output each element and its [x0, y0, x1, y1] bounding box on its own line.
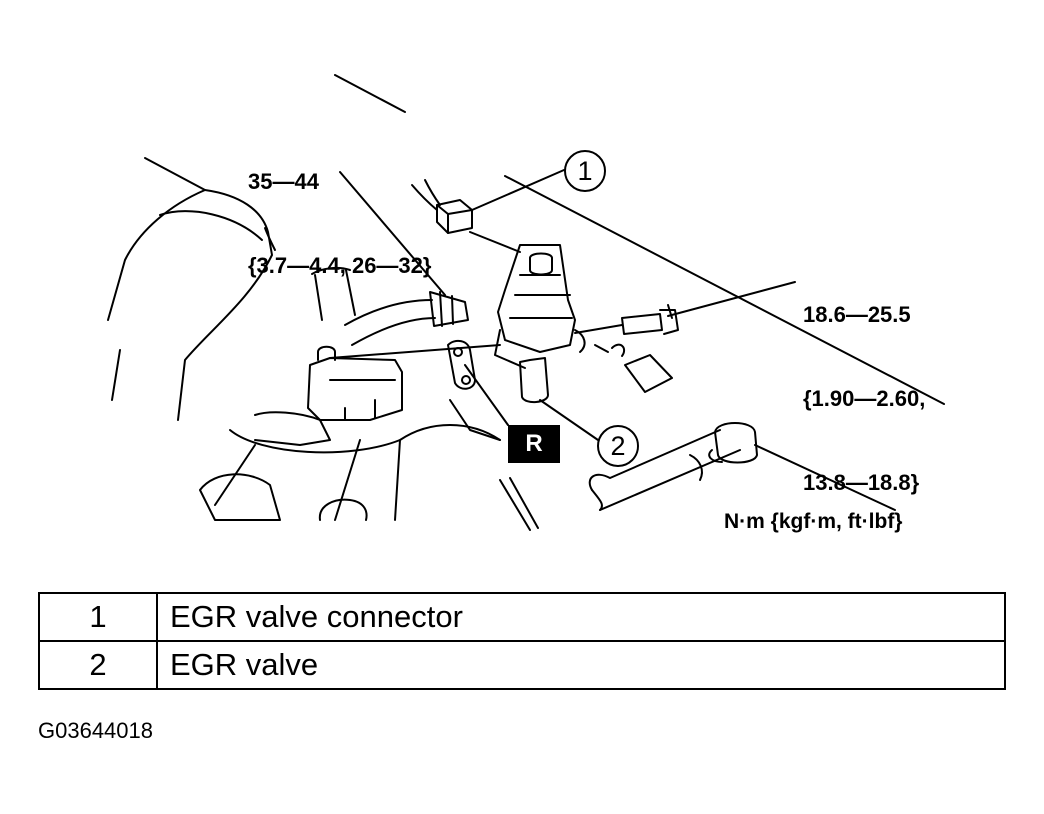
bracket	[588, 429, 741, 511]
torque-line: {3.7—4.4, 26—32}	[248, 253, 432, 278]
table-row: 1 EGR valve connector	[38, 592, 1006, 642]
leader-unit	[754, 444, 896, 511]
table-row: 2 EGR valve	[38, 640, 1006, 690]
cap	[714, 422, 758, 464]
callout-2: 2	[597, 425, 639, 467]
intake-manifold-outline	[177, 189, 273, 421]
egr-pipe	[344, 299, 436, 346]
torque-line: {1.90—2.60,	[803, 386, 926, 411]
torque-line: 18.6—25.5	[803, 302, 911, 327]
leader-torque-a	[339, 171, 446, 296]
hose-line-left	[144, 157, 206, 191]
pipe-stub	[311, 266, 356, 321]
part-number: 2	[38, 640, 158, 690]
part-number: 1	[38, 592, 158, 642]
part-name: EGR valve connector	[156, 592, 1006, 642]
unit-legend: N·m {kgf·m, ft·lbf}	[724, 510, 903, 533]
replace-badge: R	[508, 425, 560, 463]
egr-valve-illustration	[107, 74, 945, 531]
leader-torque-b	[667, 281, 796, 317]
cowl-line	[504, 175, 945, 405]
mounting-bolt	[621, 313, 663, 335]
egr-valve-body	[497, 244, 576, 353]
callout-1: 1	[564, 150, 606, 192]
torque-spec-egr-pipe: 35—44 {3.7—4.4, 26—32}	[248, 112, 431, 308]
part-name: EGR valve	[156, 640, 1006, 690]
parts-table: 1 EGR valve connector 2 EGR valve	[38, 592, 1006, 690]
torque-line: 35—44	[248, 169, 319, 194]
leader-callout-1	[471, 169, 565, 211]
egr-valve-connector	[436, 199, 473, 234]
throttle-body	[307, 357, 403, 421]
hose	[624, 354, 673, 393]
torque-line: 13.8—18.8}	[803, 470, 920, 495]
leader-callout-2	[539, 399, 599, 441]
torque-spec-egr-valve: 18.6—25.5 {1.90—2.60, 13.8—18.8}	[803, 245, 925, 525]
figure-id: G03644018	[38, 718, 153, 743]
hood-line-top	[334, 74, 406, 113]
